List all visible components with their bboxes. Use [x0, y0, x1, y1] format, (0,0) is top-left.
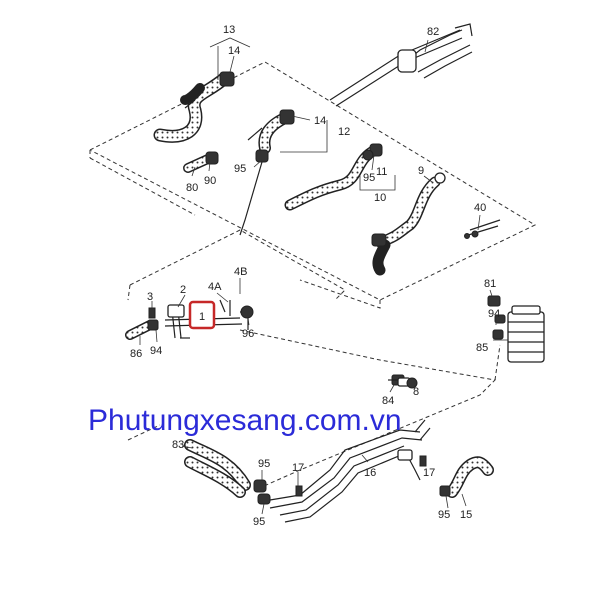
callout-3: 3: [147, 291, 153, 303]
callout-96: 96: [242, 328, 254, 340]
coolant-hose-13: [153, 71, 235, 143]
coolant-hose-83: [184, 439, 271, 505]
part-1-highlight[interactable]: [188, 300, 216, 330]
callout-4B: 4B: [234, 266, 247, 278]
callout-12: 12: [338, 126, 350, 138]
callout-8: 8: [413, 386, 419, 398]
callout-84: 84: [382, 395, 394, 407]
assembly-outline-upper: [89, 61, 537, 309]
callout-86: 86: [130, 348, 142, 360]
callout-13: 13: [223, 24, 235, 36]
callout-16: 16: [364, 467, 376, 479]
hose-86: [125, 319, 159, 340]
valve-84: [388, 374, 418, 389]
oil-cooler-85: [507, 305, 545, 363]
callout-90: 90: [204, 175, 216, 187]
leader-lines: [139, 37, 508, 515]
callout-15: 15: [460, 509, 472, 521]
callout-9: 9: [418, 165, 424, 177]
hose-clip-90: [183, 151, 219, 173]
callout-17: 17: [292, 462, 304, 474]
coolant-hose-9: [371, 172, 446, 276]
coolant-pipe-16: [269, 419, 431, 523]
callout-80: 80: [186, 182, 198, 194]
coolant-hose-12: [239, 109, 295, 236]
hose-clamp: [219, 71, 235, 87]
clip-96: [240, 305, 254, 319]
coolant-hose-15: [439, 456, 494, 498]
callout-14: 14: [228, 45, 240, 57]
callout-11: 11: [376, 166, 387, 178]
callout-85: 85: [476, 342, 488, 354]
coolant-pipe-82: [329, 23, 473, 107]
callout-82: 82: [427, 26, 439, 38]
screw-17: [295, 455, 427, 497]
callout-40: 40: [474, 202, 486, 214]
callout-10: 10: [374, 192, 386, 204]
callout-95: 95: [253, 516, 265, 528]
callout-95: 95: [234, 163, 246, 175]
callout-81: 81: [484, 278, 496, 290]
callout-14: 14: [314, 115, 326, 127]
callout-labels: 13 14 82 14 12 95 11 95 9 10 80 90 40 4B…: [130, 24, 500, 528]
callout-95: 95: [258, 458, 270, 470]
callout-1[interactable]: 1: [199, 311, 205, 323]
assembly-outline-lower: [127, 229, 501, 491]
callout-17: 17: [423, 467, 435, 479]
callout-95: 95: [438, 509, 450, 521]
callout-83: 83: [172, 439, 184, 451]
bracket-40: [464, 219, 501, 239]
coolant-hose-10: [284, 143, 383, 211]
callout-95: 95: [363, 172, 375, 184]
fitting-81: [487, 295, 506, 340]
callout-2: 2: [180, 284, 186, 296]
watermark-text: Phutungxesang.com.vn: [88, 404, 402, 437]
callout-94: 94: [488, 308, 500, 320]
callout-94: 94: [150, 345, 162, 357]
callout-4A: 4A: [208, 281, 222, 293]
